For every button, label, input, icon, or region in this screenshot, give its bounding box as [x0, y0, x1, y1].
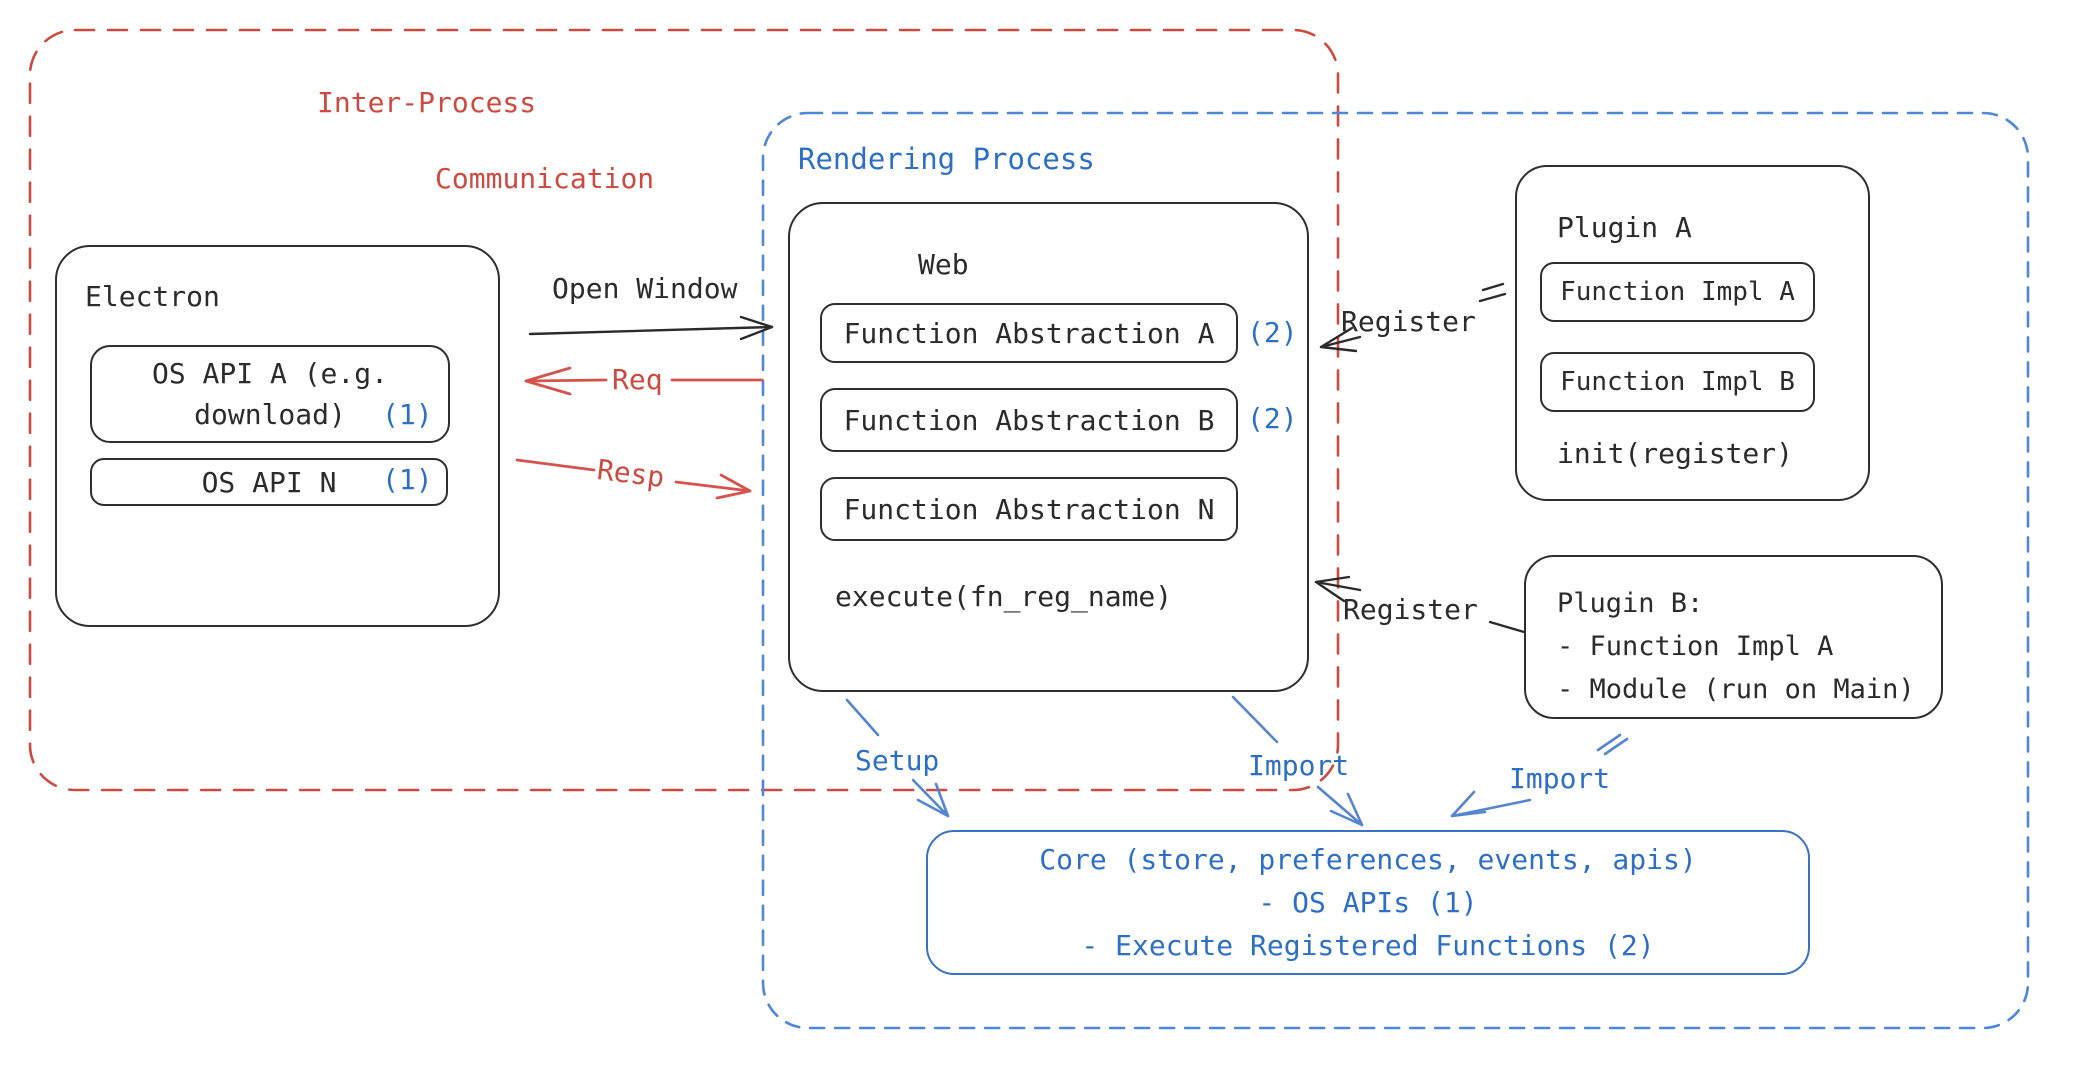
function-abstraction-b-label: Function Abstraction B [843, 403, 1215, 437]
import-web-label: Import [1248, 749, 1350, 782]
core-line1: Core (store, preferences, events, apis) [1039, 843, 1697, 876]
open-window-label: Open Window [552, 272, 738, 305]
core-line2: - OS APIs (1) [1258, 886, 1478, 919]
resp-arrow [515, 458, 752, 500]
register-b-label: Register [1343, 593, 1478, 626]
function-impl-a-box: Function Impl A [1540, 262, 1815, 322]
execute-label: execute(fn_reg_name) [835, 580, 1173, 613]
ipc-region-label-line2: Communication [435, 162, 655, 195]
setup-label: Setup [855, 744, 940, 777]
function-abstraction-n-box: Function Abstraction N [820, 477, 1238, 541]
function-abstraction-a-box: Function Abstraction A [820, 303, 1238, 363]
import-plugin-label: Import [1509, 762, 1611, 795]
init-register-label: init(register) [1557, 437, 1794, 470]
ipc-region-border [28, 28, 1340, 792]
register-a-arrow [1319, 282, 1507, 353]
core-box: Core (store, preferences, events, apis) … [926, 830, 1810, 975]
import-web-arrow [1231, 695, 1364, 827]
os-api-n-box: OS API N [90, 458, 448, 506]
rendering-region-border [761, 111, 2030, 1030]
os-api-n-label: OS API N [201, 465, 337, 499]
function-abstraction-a-marker: (2) [1247, 316, 1298, 349]
open-window-arrow [528, 315, 774, 341]
rendering-region-label: Rendering Process [798, 142, 1095, 176]
plugin-b-item-impl-a: - Function Impl A [1557, 631, 1834, 662]
core-line3: - Execute Registered Functions (2) [1081, 929, 1655, 962]
web-title: Web [918, 248, 969, 281]
register-b-arrow [1314, 575, 1526, 634]
os-api-a-line2: download) [194, 398, 346, 431]
req-label: Req [612, 363, 663, 396]
os-api-a-box: OS API A (e.g. download) [90, 345, 450, 443]
ipc-region-label-line1: Inter-Process [317, 86, 537, 119]
ipc-region-label: Inter-Process Communication [317, 84, 654, 198]
plugin-b-text: Plugin B: - Function Impl A - Module (run … [1557, 582, 1915, 711]
plugin-b-box [1524, 555, 1943, 719]
function-impl-b-label: Function Impl B [1560, 367, 1795, 397]
import-plugin-arrow [1450, 733, 1629, 818]
function-abstraction-b-box: Function Abstraction B [820, 388, 1238, 452]
req-arrow [524, 366, 764, 396]
function-abstraction-b-marker: (2) [1247, 402, 1298, 435]
function-impl-a-label: Function Impl A [1560, 277, 1795, 307]
setup-arrow [845, 698, 950, 818]
electron-title: Electron [85, 280, 220, 313]
register-a-label: Register [1341, 305, 1476, 338]
os-api-a-marker: (1) [382, 398, 433, 431]
function-impl-b-box: Function Impl B [1540, 352, 1815, 412]
plugin-b-item-module: - Module (run on Main) [1557, 674, 1915, 705]
plugin-b-title: Plugin B: [1557, 588, 1704, 619]
function-abstraction-a-label: Function Abstraction A [843, 316, 1215, 350]
plugin-a-box [1515, 165, 1870, 501]
os-api-a-line1: OS API A (e.g. [151, 357, 388, 390]
function-abstraction-n-label: Function Abstraction N [843, 492, 1215, 526]
plugin-a-title: Plugin A [1557, 211, 1692, 244]
os-api-n-marker: (1) [382, 463, 433, 496]
